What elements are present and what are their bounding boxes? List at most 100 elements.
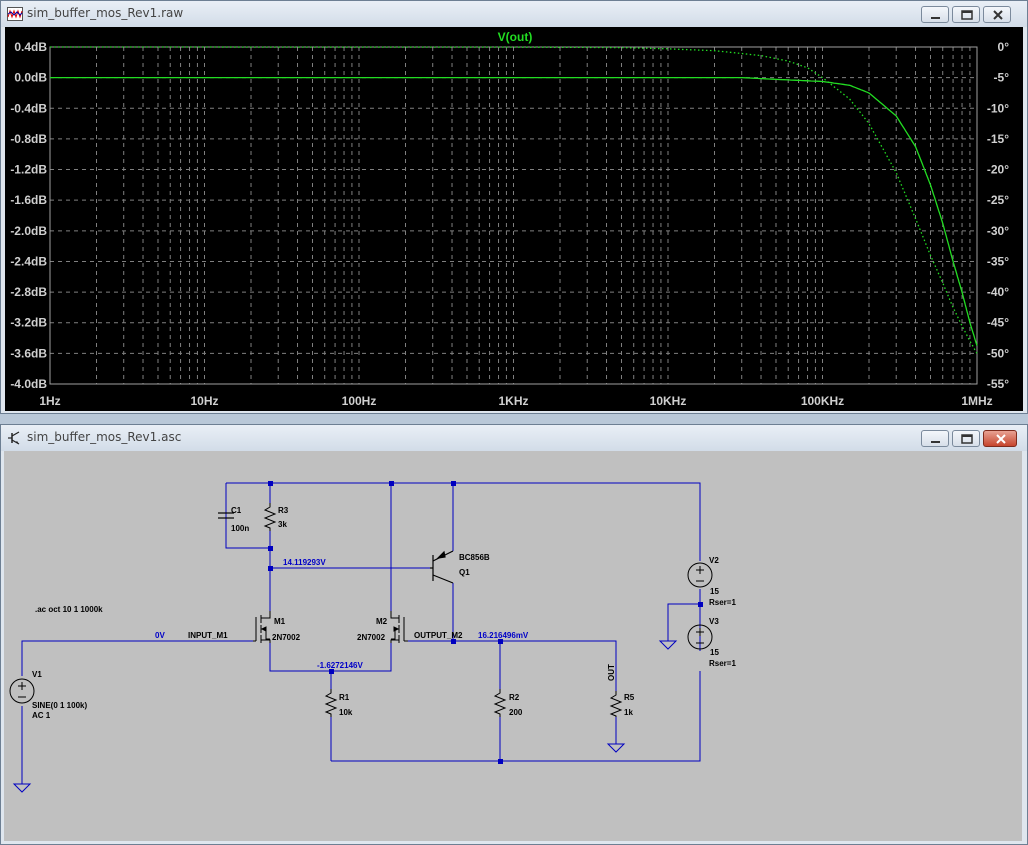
m1-value: 2N7002 xyxy=(272,633,301,642)
output-net-label: OUTPUT_M2 xyxy=(414,631,463,640)
plot-series xyxy=(50,46,978,354)
op-input-voltage: 0V xyxy=(155,631,165,640)
x-tick-label: 100KHz xyxy=(801,394,844,408)
y-right-tick-label: -40° xyxy=(987,285,1009,299)
r1-name: R1 xyxy=(339,693,350,702)
y-left-tick-label: 0.0dB xyxy=(14,71,47,85)
transistor-q1[interactable] xyxy=(430,550,454,584)
x-tick-label: 1KHz xyxy=(498,394,528,408)
v1-value2: AC 1 xyxy=(32,711,51,720)
plot-window-title: sim_buffer_mos_Rev1.raw xyxy=(27,6,184,20)
y-right-tick-label: -20° xyxy=(987,163,1009,177)
v1-name: V1 xyxy=(32,670,42,679)
spice-directive[interactable]: .ac oct 10 1 1000k xyxy=(35,605,103,614)
ground-symbol xyxy=(12,783,32,793)
y-left-tick-label: -3.6dB xyxy=(10,346,47,360)
op-output-voltage: 16.216496mV xyxy=(478,631,529,640)
y-left-tick-label: -3.2dB xyxy=(10,316,47,330)
capacitor-c1[interactable] xyxy=(218,512,234,519)
schematic-drawing[interactable]: C1 100n R3 3k BC856B Q1 M1 2N70 xyxy=(4,451,1022,841)
out-net-label: OUT xyxy=(607,664,616,681)
schematic-wires xyxy=(21,482,701,784)
y-left-tick-label: -4.0dB xyxy=(10,377,47,391)
r2-name: R2 xyxy=(509,693,520,702)
m2-name: M2 xyxy=(376,617,388,626)
y-left-tick-label: -1.6dB xyxy=(10,193,47,207)
minimize-icon xyxy=(931,441,940,443)
op-source-voltage: -1.6272146V xyxy=(317,661,363,670)
plot-grid xyxy=(49,46,978,385)
q1-value: Q1 xyxy=(459,568,470,577)
resistor-r3[interactable] xyxy=(263,503,277,531)
y-right-tick-label: -25° xyxy=(987,193,1009,207)
v2-name: V2 xyxy=(709,556,719,565)
x-tick-label: 10KHz xyxy=(650,394,687,408)
maximize-icon xyxy=(961,434,973,444)
magnitude-trace[interactable] xyxy=(50,76,978,346)
plot-trace-title[interactable]: V(out) xyxy=(498,30,533,44)
r3-name: R3 xyxy=(278,506,289,515)
x-tick-label: 1MHz xyxy=(961,394,992,408)
schematic-minimize-button[interactable] xyxy=(921,430,949,447)
voltage-source-v3[interactable] xyxy=(687,624,713,650)
mosfet-m2[interactable] xyxy=(390,611,408,643)
y-right-tick-label: -15° xyxy=(987,132,1009,146)
transistor-icon xyxy=(8,431,20,445)
close-icon xyxy=(993,10,1003,20)
v3-value: 15 xyxy=(710,648,719,657)
y-right-tick-label: -55° xyxy=(987,377,1009,391)
q1-name: BC856B xyxy=(459,553,490,562)
x-tick-label: 100Hz xyxy=(342,394,377,408)
v3-name: V3 xyxy=(709,617,719,626)
resistor-r1[interactable] xyxy=(324,689,338,717)
y-right-tick-label: -50° xyxy=(987,346,1009,360)
waveform-icon xyxy=(7,7,23,21)
phase-trace[interactable] xyxy=(50,46,978,354)
y-left-tick-label: -0.4dB xyxy=(10,101,47,115)
mosfet-m1[interactable] xyxy=(253,611,271,643)
schematic-window-titlebar[interactable]: sim_buffer_mos_Rev1.asc xyxy=(1,425,1027,451)
y-right-tick-label: -45° xyxy=(987,316,1009,330)
plot-maximize-button[interactable] xyxy=(952,6,980,23)
y-right-tick-label: -5° xyxy=(994,71,1010,85)
r3-value: 3k xyxy=(278,520,287,529)
c1-name: C1 xyxy=(231,506,242,515)
voltage-source-v1[interactable] xyxy=(9,678,35,704)
schematic-canvas[interactable]: C1 100n R3 3k BC856B Q1 M1 2N70 xyxy=(4,451,1022,841)
ground-symbol xyxy=(606,743,626,753)
ground-symbol xyxy=(658,640,678,650)
schematic-maximize-button[interactable] xyxy=(952,430,980,447)
v2-value2: Rser=1 xyxy=(709,598,736,607)
y-right-tick-label: -35° xyxy=(987,254,1009,268)
y-right-tick-label: 0° xyxy=(998,40,1010,54)
r2-value: 200 xyxy=(509,708,523,717)
plot-tick-labels: 0.4dB0.0dB-0.4dB-0.8dB-1.2dB-1.6dB-2.0dB… xyxy=(10,40,1009,408)
plot-close-button[interactable] xyxy=(983,6,1011,23)
op-gate-voltage: 14.119293V xyxy=(283,558,326,567)
m2-value: 2N7002 xyxy=(357,633,386,642)
bode-plot-canvas[interactable]: 0.4dB0.0dB-0.4dB-0.8dB-1.2dB-1.6dB-2.0dB… xyxy=(5,27,1023,411)
m1-name: M1 xyxy=(274,617,286,626)
schematic-close-button[interactable] xyxy=(983,430,1017,447)
voltage-source-v2[interactable] xyxy=(687,562,713,588)
y-right-tick-label: -10° xyxy=(987,101,1009,115)
resistor-r5[interactable] xyxy=(609,691,623,717)
minimize-icon xyxy=(931,17,940,19)
c1-value: 100n xyxy=(231,524,249,533)
y-right-tick-label: -30° xyxy=(987,224,1009,238)
v1-value: SINE(0 1 100k) xyxy=(32,701,87,710)
maximize-icon xyxy=(961,10,973,20)
r5-name: R5 xyxy=(624,693,635,702)
plot-minimize-button[interactable] xyxy=(921,6,949,23)
x-tick-label: 1Hz xyxy=(39,394,60,408)
schematic-window-title: sim_buffer_mos_Rev1.asc xyxy=(27,430,182,444)
y-left-tick-label: -0.8dB xyxy=(10,132,47,146)
resistor-r2[interactable] xyxy=(493,689,507,717)
r5-value: 1k xyxy=(624,708,633,717)
v3-value2: Rser=1 xyxy=(709,659,736,668)
r1-value: 10k xyxy=(339,708,353,717)
plot-window-titlebar[interactable]: sim_buffer_mos_Rev1.raw xyxy=(1,1,1027,27)
y-left-tick-label: -2.4dB xyxy=(10,254,47,268)
